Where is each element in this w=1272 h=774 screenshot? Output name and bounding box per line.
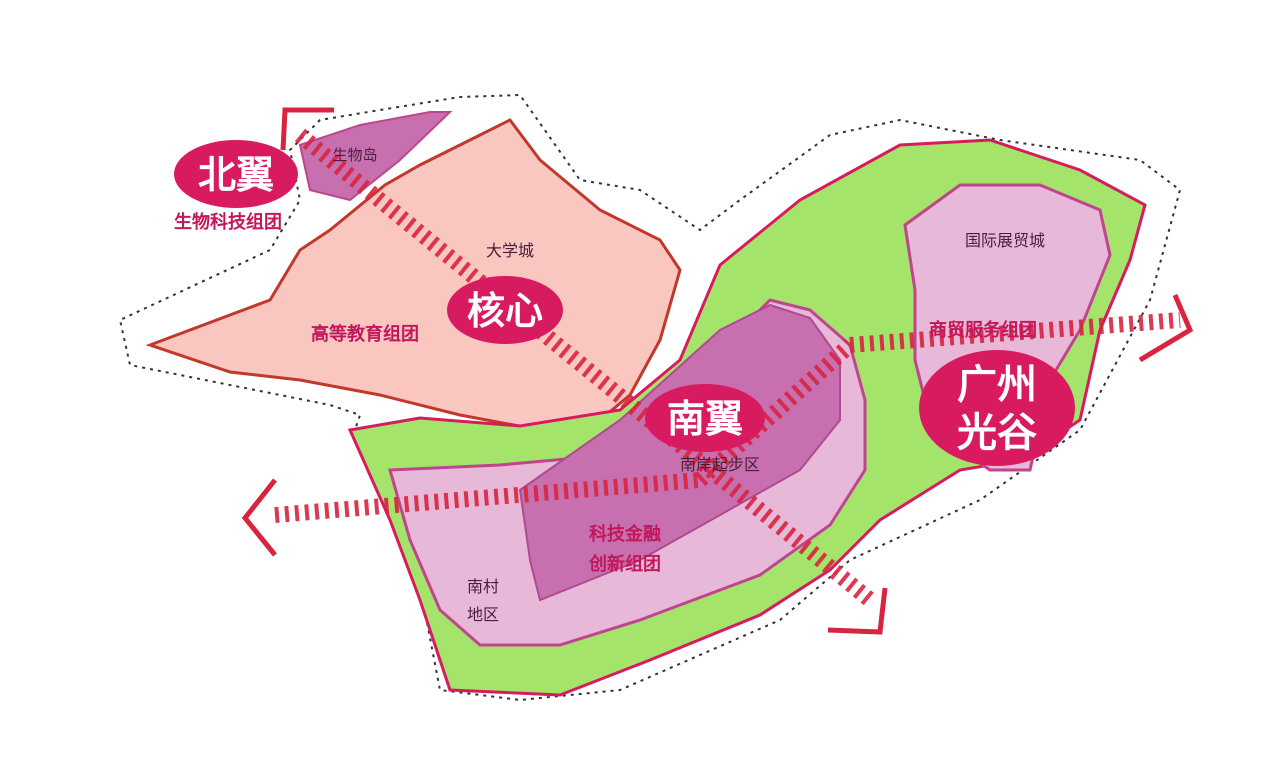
guangzhou-guanggu-label-line2: 光谷 bbox=[957, 409, 1037, 456]
development-corridors bbox=[274, 128, 1181, 607]
shangmao-fuwu-label: 商贸服务组团 bbox=[929, 319, 1037, 341]
nansha-qibuqu-label: 南岸起步区 bbox=[680, 455, 760, 474]
hexin-node bbox=[447, 276, 563, 344]
bio-island-zone bbox=[298, 111, 453, 202]
shengwudao-label: 生物岛 bbox=[332, 146, 377, 164]
arrow-east-icon bbox=[1138, 294, 1194, 363]
daxuecheng-label: 大学城 bbox=[486, 241, 534, 260]
keji-chuangxin-label-line2: 创新组团 bbox=[588, 553, 661, 575]
innovation-zone bbox=[518, 303, 841, 602]
shengwu-keji-label: 生物科技组团 bbox=[174, 211, 282, 233]
nanyi-node bbox=[645, 384, 765, 452]
beiwan-node bbox=[174, 140, 298, 208]
hexin-label: 核心 bbox=[467, 288, 543, 333]
nanyi-label: 南翼 bbox=[667, 396, 743, 441]
guoji-zhanmao-label: 国际展贸城 bbox=[965, 231, 1045, 250]
university-zone bbox=[145, 118, 682, 430]
nancun-label-line2: 地区 bbox=[467, 605, 499, 624]
guangzhou-guanggu-label-line1: 广州 bbox=[957, 361, 1037, 408]
beiwan-label: 北翼 bbox=[198, 152, 274, 197]
gaodeng-jiaoyu-label: 高等教育组团 bbox=[311, 323, 419, 345]
district-boundary bbox=[118, 93, 1182, 702]
arrow-west-icon bbox=[241, 478, 277, 557]
nancun-label-line1: 南村 bbox=[467, 577, 499, 596]
guangzhou-guanggu-node bbox=[919, 350, 1075, 466]
arrow-northwest-icon bbox=[280, 107, 334, 151]
keji-chuangxin-label-line1: 科技金融 bbox=[589, 523, 661, 545]
arrow-southeast-icon bbox=[827, 587, 888, 635]
